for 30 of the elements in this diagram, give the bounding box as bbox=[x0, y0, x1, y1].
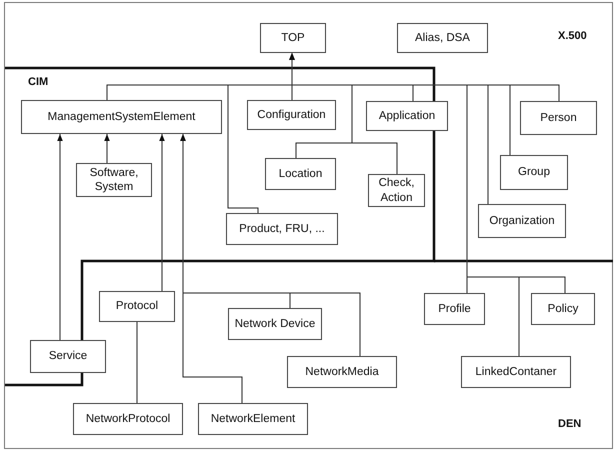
class-box: Profile bbox=[424, 293, 485, 325]
class-box: NetworkMedia bbox=[287, 356, 397, 388]
class-box: Person bbox=[520, 101, 597, 135]
class-box: Software, System bbox=[76, 163, 152, 197]
class-box: LinkedContaner bbox=[461, 356, 571, 388]
class-box: Product, FRU, ... bbox=[226, 213, 338, 245]
class-box: ManagementSystemElement bbox=[21, 100, 222, 134]
inheritance-arrow bbox=[57, 134, 63, 340]
region-label: X.500 bbox=[558, 30, 587, 42]
region-label: CIM bbox=[28, 76, 48, 88]
inheritance-arrow bbox=[180, 134, 242, 404]
class-box: Check, Action bbox=[368, 174, 425, 207]
class-box: Location bbox=[265, 158, 336, 190]
connector-line bbox=[136, 322, 138, 404]
inheritance-arrow bbox=[159, 134, 165, 292]
class-box: Policy bbox=[531, 293, 595, 325]
class-box: TOP bbox=[260, 23, 326, 53]
class-box: NetworkElement bbox=[198, 403, 308, 435]
inheritance-arrow bbox=[289, 52, 560, 102]
class-box: Group bbox=[500, 155, 568, 190]
class-box: Alias, DSA bbox=[397, 23, 488, 53]
class-box: Network Device bbox=[228, 308, 322, 340]
class-box: Organization bbox=[478, 204, 566, 238]
class-box: NetworkProtocol bbox=[73, 403, 183, 435]
class-box: Application bbox=[366, 101, 448, 131]
class-box: Service bbox=[30, 340, 106, 373]
class-box: Protocol bbox=[99, 291, 175, 322]
region-label: DEN bbox=[558, 418, 582, 430]
class-box: Configuration bbox=[247, 100, 336, 130]
inheritance-arrow bbox=[104, 134, 110, 164]
